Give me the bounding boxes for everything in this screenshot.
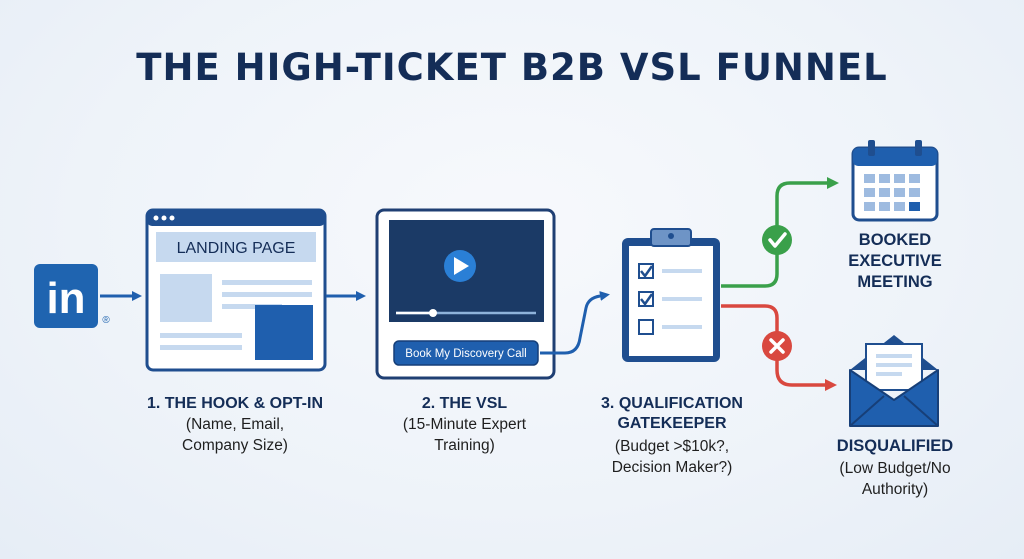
booked-line-3: MEETING: [857, 273, 933, 291]
registered-mark: ®: [102, 315, 110, 326]
step-2-heading: 2. THE VSL: [421, 395, 508, 412]
step-3-heading-line-2: GATEKEEPER: [617, 415, 727, 432]
booked-meeting-label: BOOKED EXECUTIVE MEETING: [820, 230, 970, 293]
step-1-sub-line-2: Company Size): [182, 437, 288, 454]
booked-line-2: EXECUTIVE: [848, 252, 942, 270]
page-title: THE HIGH-TICKET B2B VSL FUNNEL: [136, 46, 888, 89]
disqualified-sub-line-1: (Low Budget/No: [839, 460, 951, 477]
step-3-heading-line-1: 3. QUALIFICATION: [601, 395, 743, 412]
disqualified-sub-line-2: Authority): [861, 481, 929, 498]
disqualified-sub: (Low Budget/No Authority): [815, 458, 975, 500]
x-icon: [762, 331, 792, 361]
envelope-icon: [849, 335, 939, 427]
disqualified-label: DISQUALIFIED: [836, 437, 954, 455]
book-discovery-call-text: Book My Discovery Call: [405, 348, 526, 360]
arrow-to-gatekeeper: [540, 291, 610, 355]
step-1-sub-line-1: (Name, Email,: [185, 416, 285, 433]
step-1-heading: 1. THE HOOK & OPT-IN: [146, 395, 323, 412]
booked-line-1: BOOKED: [858, 231, 932, 249]
video-player-icon: Book My Discovery Call: [375, 208, 556, 380]
step-3-label: 3. QUALIFICATION GATEKEEPER (Budget >$10…: [572, 394, 772, 478]
step-2-sub-line-1: (15-Minute Expert: [402, 416, 527, 433]
linkedin-text: in: [46, 274, 85, 323]
step-3-sub-line-2: Decision Maker?): [611, 459, 733, 476]
step-3-sub-line-1: (Budget >$10k?,: [614, 438, 730, 455]
check-icon: [762, 225, 792, 255]
linkedin-icon: in ®: [34, 264, 110, 328]
step-1-label: 1. THE HOOK & OPT-IN (Name, Email, Compa…: [120, 394, 350, 456]
browser-window-icon: LANDING PAGE: [145, 208, 327, 372]
clipboard-checklist-icon: [622, 228, 720, 362]
book-discovery-call-button[interactable]: [393, 340, 539, 366]
landing-page-text: LANDING PAGE: [177, 240, 296, 257]
calendar-icon: [851, 140, 939, 222]
step-2-label: 2. THE VSL (15-Minute Expert Training): [362, 394, 567, 456]
step-2-sub-line-2: Training): [434, 437, 495, 454]
